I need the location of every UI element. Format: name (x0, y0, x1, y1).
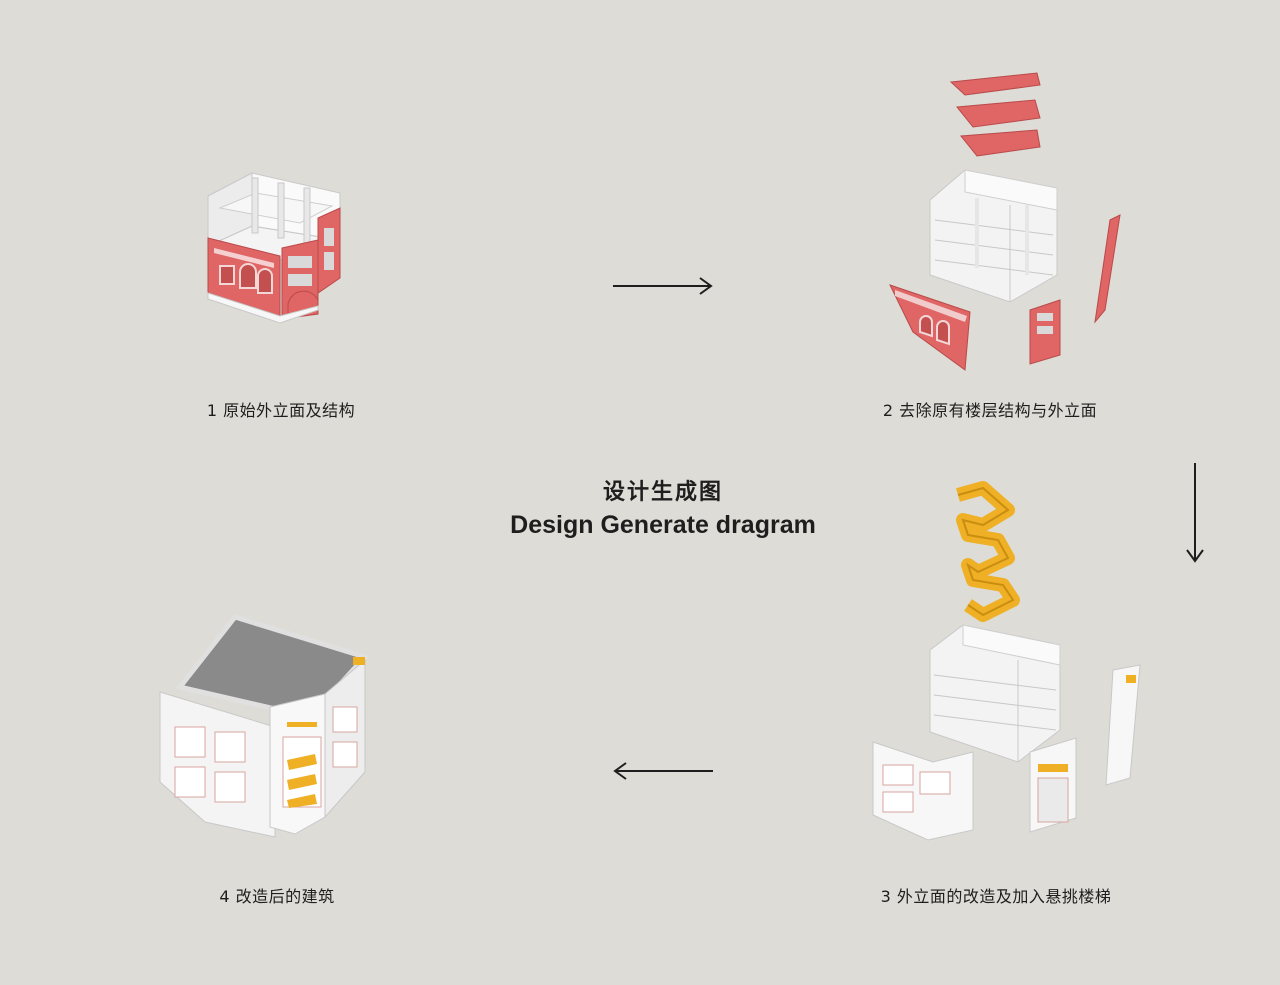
step-2-removal-exploded (889, 72, 1121, 371)
step-2-label: 2 去除原有楼层结构与外立面 (882, 401, 1098, 420)
step-4-label: 4 改造后的建筑 (219, 887, 335, 906)
step-4-completed-building (159, 614, 370, 838)
title-chinese: 设计生成图 (602, 480, 724, 505)
arrow-left-icon (613, 762, 713, 780)
diagram-title: 设计生成图 Design Generate dragram (510, 476, 816, 542)
step-3-label: 3 外立面的改造及加入悬挑楼梯 (880, 887, 1112, 906)
arrow-right-icon (613, 277, 713, 295)
title-english: Design Generate dragram (510, 511, 816, 539)
step-1-label: 1 原始外立面及结构 (206, 401, 356, 420)
step-1-original-building (206, 172, 342, 324)
step-3-facade-and-stair (872, 481, 1141, 841)
arrow-down-icon (1186, 463, 1204, 563)
